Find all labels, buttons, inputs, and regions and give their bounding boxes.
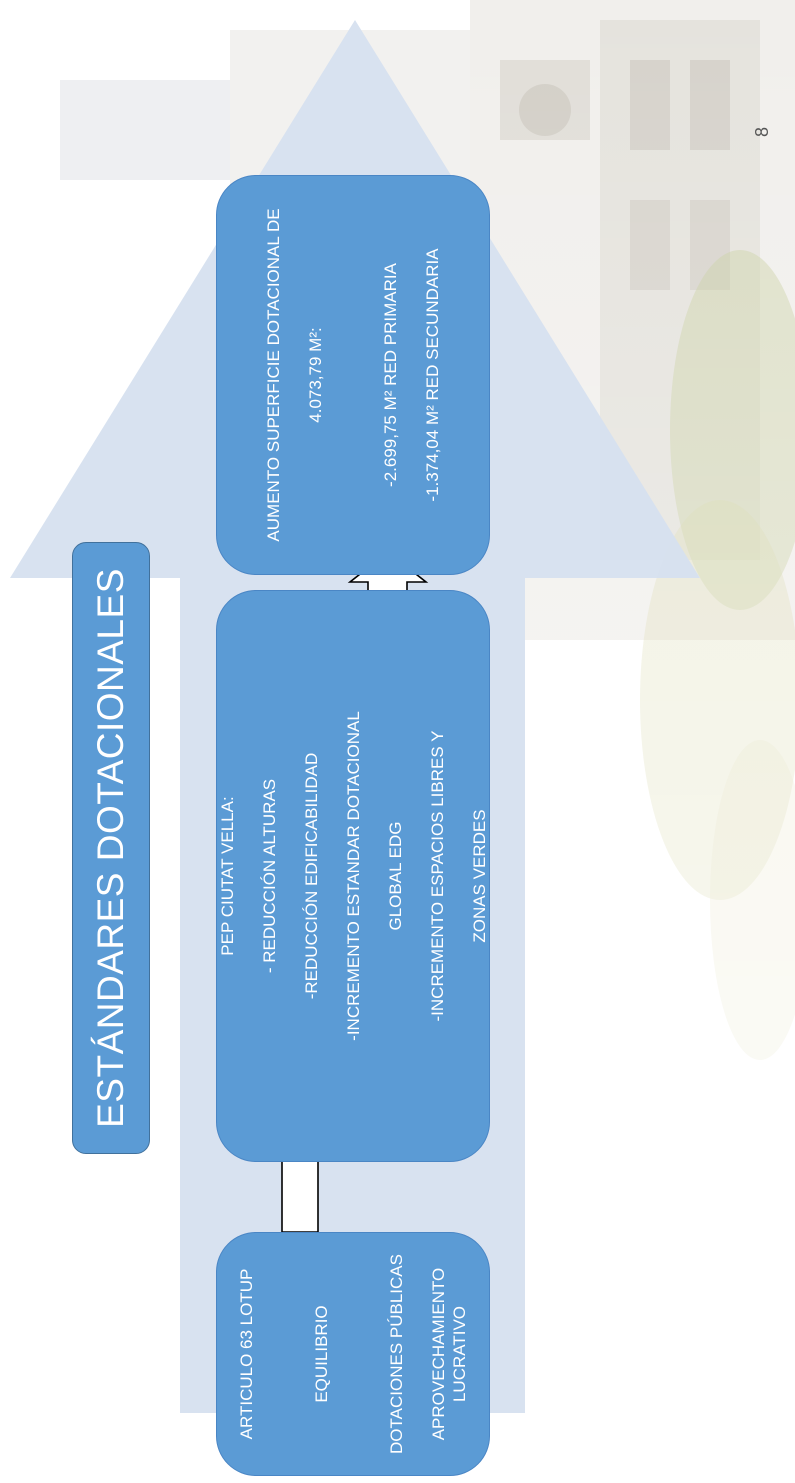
- card-line: DOTACIONES PÚBLICAS: [387, 1254, 406, 1454]
- card-line: APROVECHAMIENTO LUCRATIVO: [429, 1267, 469, 1441]
- card-line: -INCREMENTO ESTANDAR DOTACIONAL: [343, 711, 363, 1041]
- card-aumento-superficie-text: AUMENTO SUPERFICIE DOTACIONAL DE 4.073,7…: [216, 175, 490, 575]
- card-line: ARTICULO 63 LOTUP: [237, 1268, 256, 1440]
- card-line: -2.699,75 M² RED PRIMARIA: [381, 263, 400, 487]
- page-number: 8: [751, 127, 772, 138]
- card-line: EQUILIBRIO: [312, 1305, 331, 1403]
- card-line: PEP CIUTAT VELLA:: [217, 796, 237, 956]
- card-line: ZONAS VERDES: [469, 809, 489, 943]
- card-line: 4.073,79 M²:: [306, 327, 325, 423]
- card-line: GLOBAL EDG: [385, 821, 405, 931]
- card-pep-ciutat-vella-text: PEP CIUTAT VELLA: - REDUCCIÓN ALTURAS -R…: [216, 590, 490, 1162]
- card-pep-ciutat-vella: [216, 590, 490, 1162]
- card-articulo-63-text: ARTICULO 63 LOTUP EQUILIBRIO DOTACIONES …: [216, 1232, 490, 1476]
- title-box: [72, 542, 150, 1154]
- page-title: ESTÁNDARES DOTACIONALES: [90, 568, 131, 1128]
- card-line: -REDUCCIÓN EDIFICABILIDAD: [301, 752, 321, 1000]
- card-line: AUMENTO SUPERFICIE DOTACIONAL DE: [264, 208, 283, 542]
- card-articulo-63: [216, 1232, 490, 1476]
- card-line: -1.374,04 M² RED SECUNDARIA: [423, 248, 442, 502]
- card-line: - REDUCCIÓN ALTURAS: [259, 778, 279, 974]
- card-aumento-superficie: [216, 175, 490, 575]
- card-line: -INCREMENTO ESPACIOS LIBRES Y: [427, 730, 447, 1022]
